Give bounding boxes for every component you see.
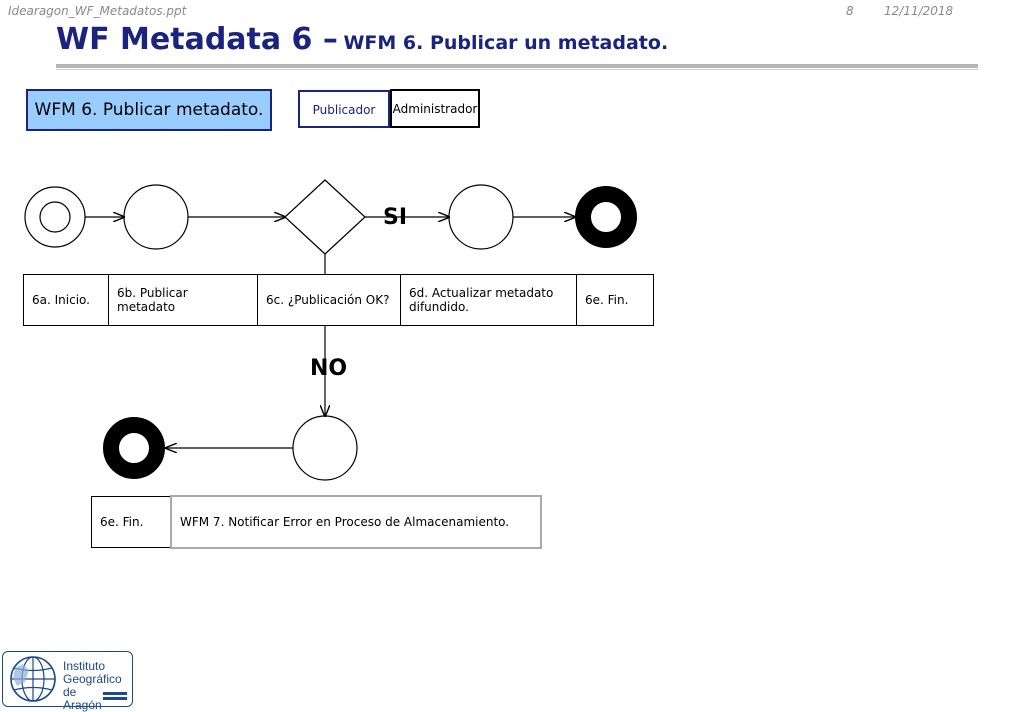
globe-icon: [10, 656, 56, 702]
error-end-node: [103, 417, 165, 479]
header-date: 12/11/2018: [884, 4, 954, 18]
end-node: [575, 186, 637, 248]
start-node-inner: [39, 201, 71, 233]
institute-logo: Instituto Geográfico de Aragón: [2, 651, 133, 712]
step-label-6d: 6d. Actualizar metadato difundido.: [400, 274, 577, 326]
header-filename: Idearagon_WF_Metadatos.ppt: [8, 4, 187, 18]
step-label-6c: 6c. ¿Publicación OK?: [257, 274, 401, 326]
title-rule: [56, 64, 978, 68]
update-node: [448, 184, 514, 250]
role-admin: Administrador: [390, 89, 480, 128]
branch-yes-label: SI: [383, 205, 408, 230]
title-sub: WFM 6. Publicar un metadato.: [343, 32, 669, 54]
step-label-6a: 6a. Inicio.: [23, 274, 109, 326]
title-rule-thin: [56, 69, 978, 70]
error-node: [292, 415, 358, 481]
header-page-number: 8: [846, 4, 854, 18]
title-main: WF Metadata 6 –: [56, 22, 338, 57]
step-label-6b: 6b. Publicar metadato: [108, 274, 258, 326]
decision-node: [284, 179, 366, 255]
role-publisher: Publicador: [298, 90, 390, 128]
error-end-label: 6e. Fin.: [91, 496, 171, 548]
error-notify-label: WFM 7. Notificar Error en Proceso de Alm…: [170, 495, 542, 549]
step-label-6e: 6e. Fin.: [576, 274, 654, 326]
page-title: WF Metadata 6 – WFM 6. Publicar un metad…: [56, 22, 668, 57]
branch-no-label: NO: [310, 356, 348, 381]
publish-node: [123, 184, 189, 250]
workflow-label: WFM 6. Publicar metadato.: [26, 89, 272, 131]
logo-text: Instituto Geográfico de Aragón: [63, 659, 122, 712]
logo-stripe: [103, 697, 127, 700]
logo-stripe: [103, 692, 127, 695]
